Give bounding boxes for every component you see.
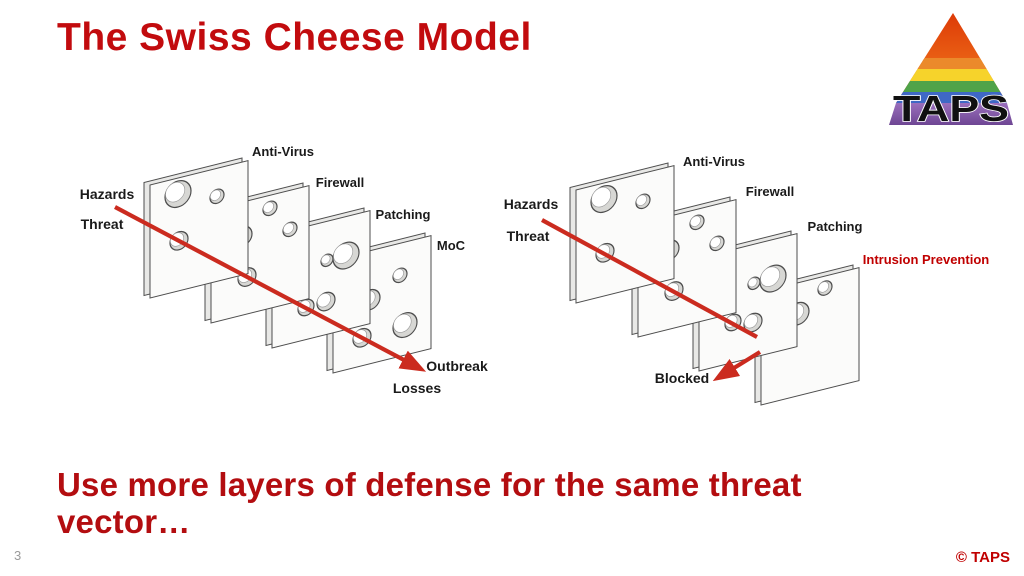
- cheese-diagram-left: [143, 157, 432, 374]
- layer-label-moc: MoC: [437, 238, 466, 253]
- layer-label-patching-right: Patching: [808, 219, 863, 234]
- threat-label-left: Threat: [81, 216, 124, 232]
- slide-title: The Swiss Cheese Model: [57, 16, 532, 59]
- layer-label-intrusion-prevention: Intrusion Prevention: [863, 252, 989, 267]
- threat-arrow-right: [540, 218, 759, 339]
- slide-message-line-1: Use more layers of defense for the same …: [57, 466, 802, 503]
- threat-label-right: Threat: [507, 228, 550, 244]
- taps-logo-text: TAPS: [893, 88, 1009, 129]
- taps-logo: TAPS: [889, 13, 1013, 130]
- blocked-arrow: [712, 350, 762, 382]
- outbreak-label: Outbreak: [426, 358, 488, 374]
- layer-label-anti-virus-left: Anti-Virus: [252, 144, 314, 159]
- layer-label-anti-virus-right: Anti-Virus: [683, 154, 745, 169]
- hazards-label-right: Hazards: [504, 196, 559, 212]
- copyright-label: © TAPS: [955, 549, 1010, 566]
- losses-label: Losses: [393, 380, 441, 396]
- blocked-label: Blocked: [655, 370, 709, 386]
- cheese-slice: [569, 162, 675, 304]
- layer-label-firewall-left: Firewall: [316, 175, 364, 190]
- layer-label-firewall-right: Firewall: [746, 184, 794, 199]
- hazards-label-left: Hazards: [80, 186, 135, 202]
- layer-label-patching-left: Patching: [376, 207, 431, 222]
- threat-arrow-left: [114, 205, 427, 372]
- slide-message: Use more layers of defense for the same …: [57, 466, 967, 540]
- slide-message-line-2: vector…: [57, 503, 191, 540]
- cheese-diagram-right: [569, 162, 860, 406]
- page-number: 3: [14, 548, 22, 563]
